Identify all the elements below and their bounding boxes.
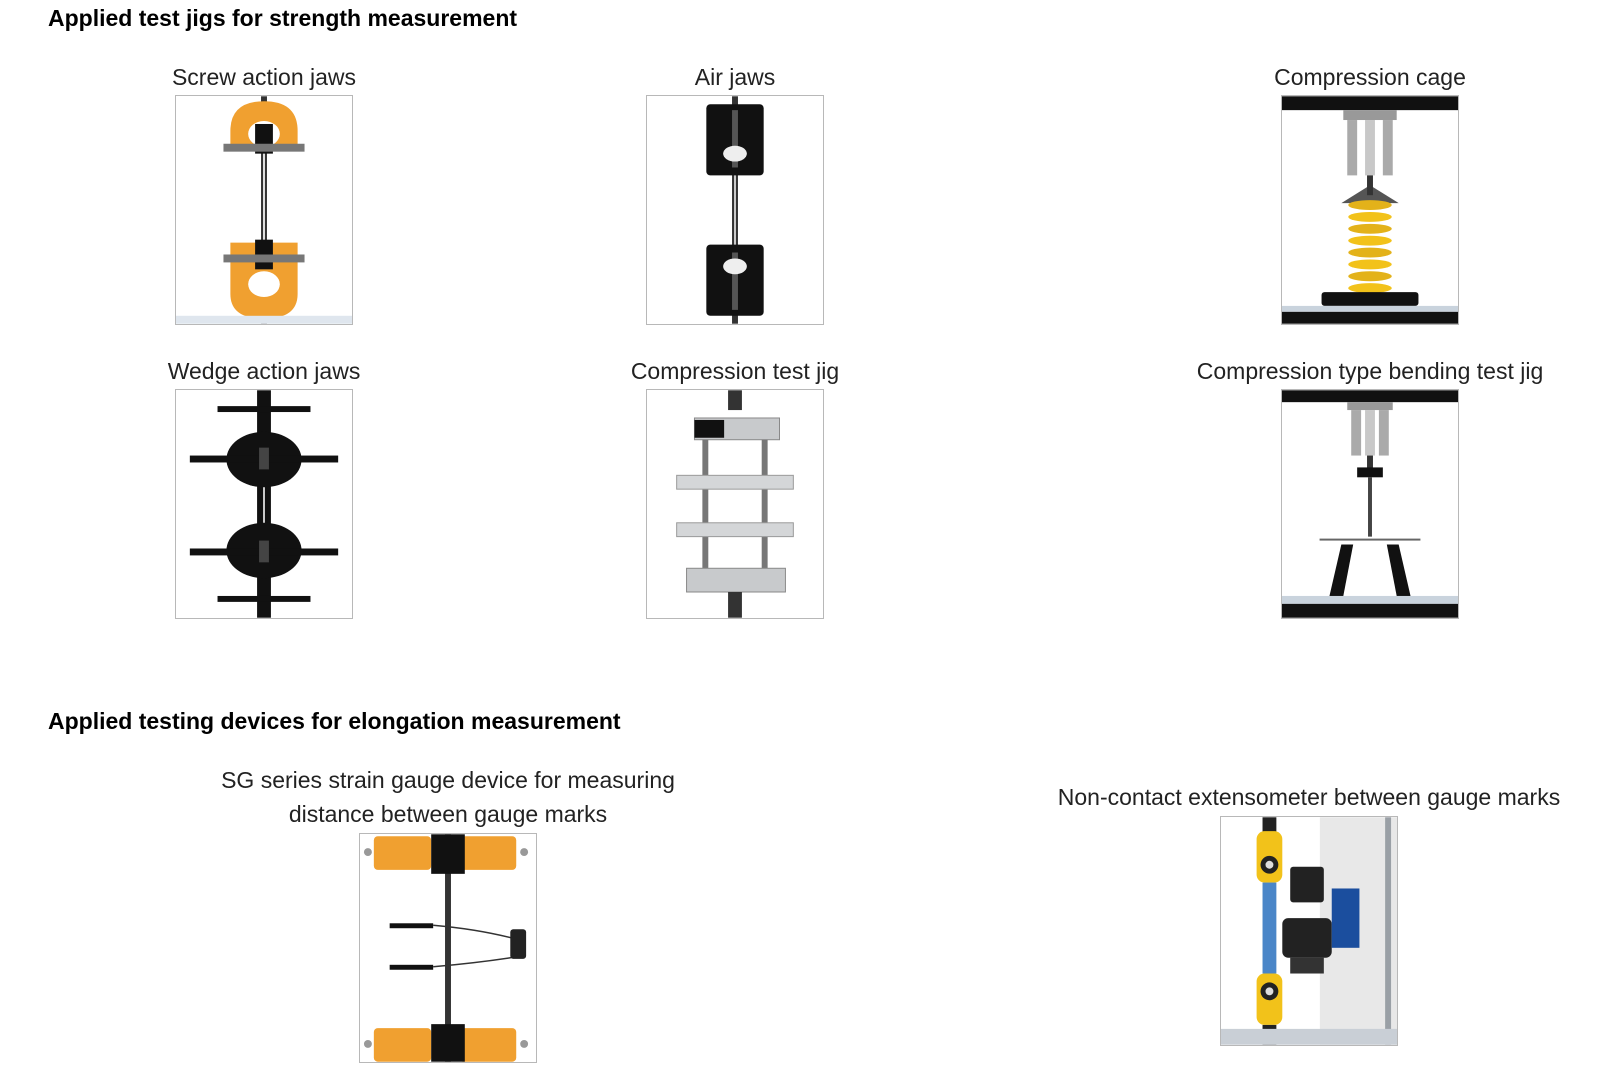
caption-compression-bending-test-jig: Compression type bending test jig (1196, 358, 1544, 384)
caption-air-jaws: Air jaws (694, 64, 776, 90)
caption-compression-cage: Compression cage (1274, 64, 1466, 90)
image-non-contact-extensometer (1220, 816, 1398, 1046)
section-heading-strength: Applied test jigs for strength measureme… (48, 5, 518, 31)
caption-compression-test-jig: Compression test jig (630, 358, 840, 384)
caption-wedge-action-jaws: Wedge action jaws (167, 358, 361, 384)
image-screw-action-jaws (175, 95, 353, 325)
image-sg-strain-gauge (359, 833, 537, 1063)
caption-non-contact-extensometer: Non-contact extensometer between gauge m… (1057, 784, 1561, 810)
image-air-jaws (646, 95, 824, 325)
caption-line: SG series strain gauge device for measur… (221, 767, 675, 793)
image-compression-cage (1281, 95, 1459, 325)
caption-sg-strain-gauge: SG series strain gauge device for measur… (168, 763, 728, 831)
image-compression-bending-test-jig (1281, 389, 1459, 619)
image-wedge-action-jaws (175, 389, 353, 619)
caption-screw-action-jaws: Screw action jaws (171, 64, 357, 90)
image-compression-test-jig (646, 389, 824, 619)
caption-line: distance between gauge marks (288, 801, 608, 827)
section-heading-elongation: Applied testing devices for elongation m… (48, 708, 621, 734)
